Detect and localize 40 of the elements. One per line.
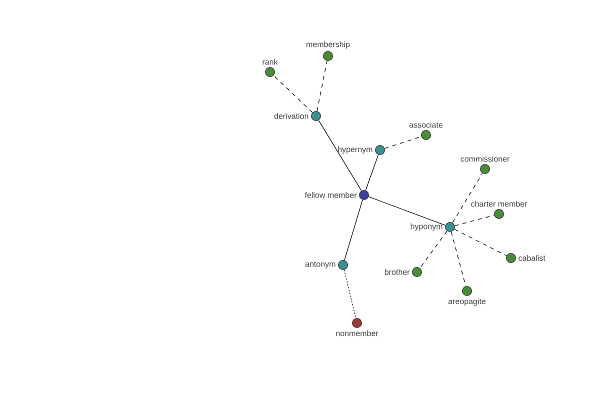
- graph-node: nonmember: [336, 318, 378, 336]
- connector-line: [368, 196, 446, 226]
- node-label: cabalist: [518, 255, 546, 261]
- node-label: nonmember: [336, 330, 378, 336]
- connector-line: [344, 270, 356, 318]
- graph-node: hypernym: [338, 145, 385, 155]
- connector-line: [454, 214, 494, 226]
- connector-line: [452, 172, 483, 224]
- graph-node: charter member: [471, 200, 528, 219]
- connector-line: [420, 230, 448, 268]
- graph-node: rank: [262, 58, 278, 77]
- connector-line: [318, 120, 362, 192]
- graph-node: brother: [384, 267, 422, 277]
- node-label: rank: [262, 58, 278, 65]
- node-label: fellow member: [304, 192, 357, 198]
- graph-node: membership: [306, 41, 350, 61]
- node-label: commissioner: [460, 156, 510, 162]
- node-label: membership: [306, 41, 350, 49]
- node-label: brother: [384, 269, 410, 275]
- connector-line: [316, 60, 328, 112]
- node-label: charter member: [471, 200, 528, 207]
- connector-line: [384, 136, 422, 149]
- connector-line: [454, 228, 507, 256]
- graph-node: associate: [409, 122, 443, 140]
- node-label: associate: [409, 122, 443, 128]
- node-label: derivation: [274, 113, 308, 119]
- graph-node: hyponym: [410, 222, 455, 232]
- connector-line: [273, 75, 313, 113]
- connector-line: [365, 154, 379, 191]
- graph-node: cabalist: [506, 253, 546, 263]
- graph-node: derivation: [274, 111, 321, 121]
- graph-node: antonym: [305, 260, 348, 270]
- node-label: antonym: [305, 262, 336, 268]
- graph-node: commissioner: [460, 156, 510, 174]
- graph-node: areopagite: [448, 286, 486, 306]
- node-label: areopagite: [448, 298, 486, 306]
- graph-node: fellow member: [304, 190, 369, 200]
- node-label: hypernym: [338, 146, 372, 154]
- node-label: hyponym: [410, 223, 442, 231]
- connector-line: [344, 199, 363, 261]
